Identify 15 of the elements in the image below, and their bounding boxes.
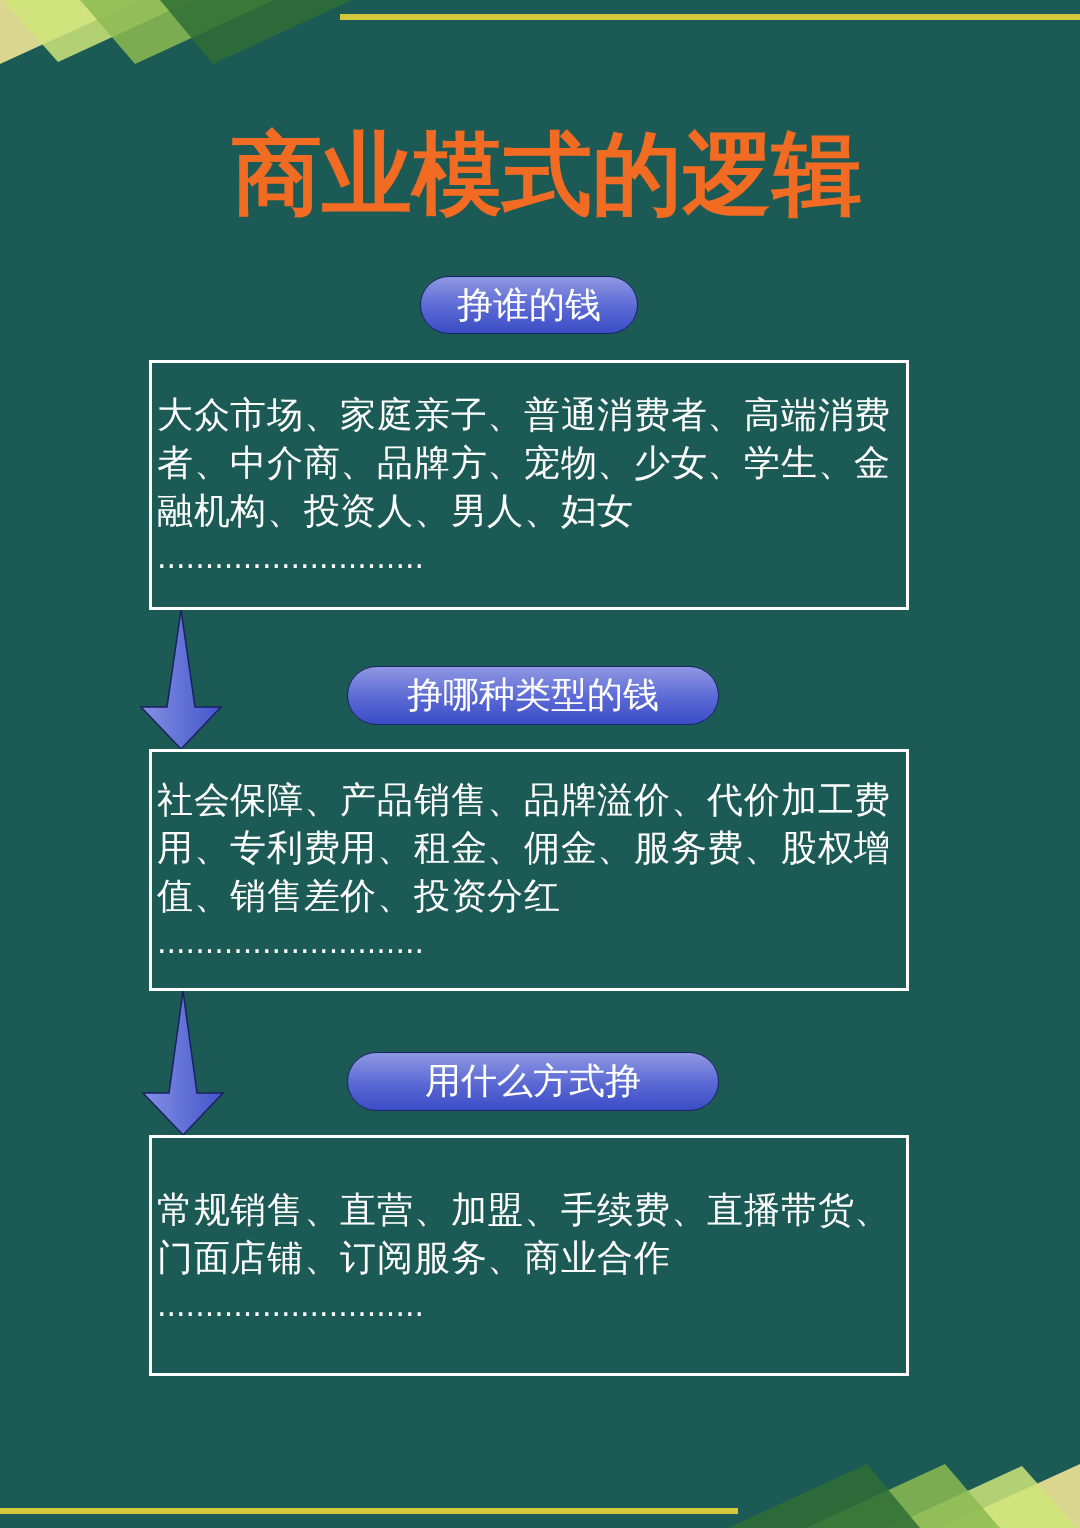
title: 商业模式的逻辑 bbox=[232, 124, 862, 224]
ellipsis-text: ............................ bbox=[157, 928, 424, 958]
block-arrow bbox=[139, 609, 223, 751]
ellipsis-text: ............................ bbox=[157, 1291, 424, 1321]
body-text: 大众市场、家庭亲子、普通消费者、高端消费者、中介商、品牌方、宠物、少女、学生、金融机构、投资人、男人、妇女 bbox=[157, 393, 892, 533]
content-box bbox=[149, 749, 909, 991]
pill-label: 用什么方式挣 bbox=[347, 1052, 719, 1111]
content-box bbox=[149, 1135, 909, 1376]
content-box bbox=[149, 360, 909, 610]
body-text: 常规销售、直营、加盟、手续费、直播带货、门面店铺、订阅服务、商业合作 bbox=[157, 1188, 892, 1280]
block-arrow bbox=[141, 990, 225, 1137]
ellipsis-text: ............................ bbox=[157, 543, 424, 573]
pill-label: 挣哪种类型的钱 bbox=[347, 666, 719, 725]
body-text: 社会保障、产品销售、品牌溢价、代价加工费用、专利费用、租金、佣金、服务费、股权增值、销售差价、投资分红 bbox=[157, 778, 892, 918]
pill-label: 挣谁的钱 bbox=[420, 276, 638, 334]
